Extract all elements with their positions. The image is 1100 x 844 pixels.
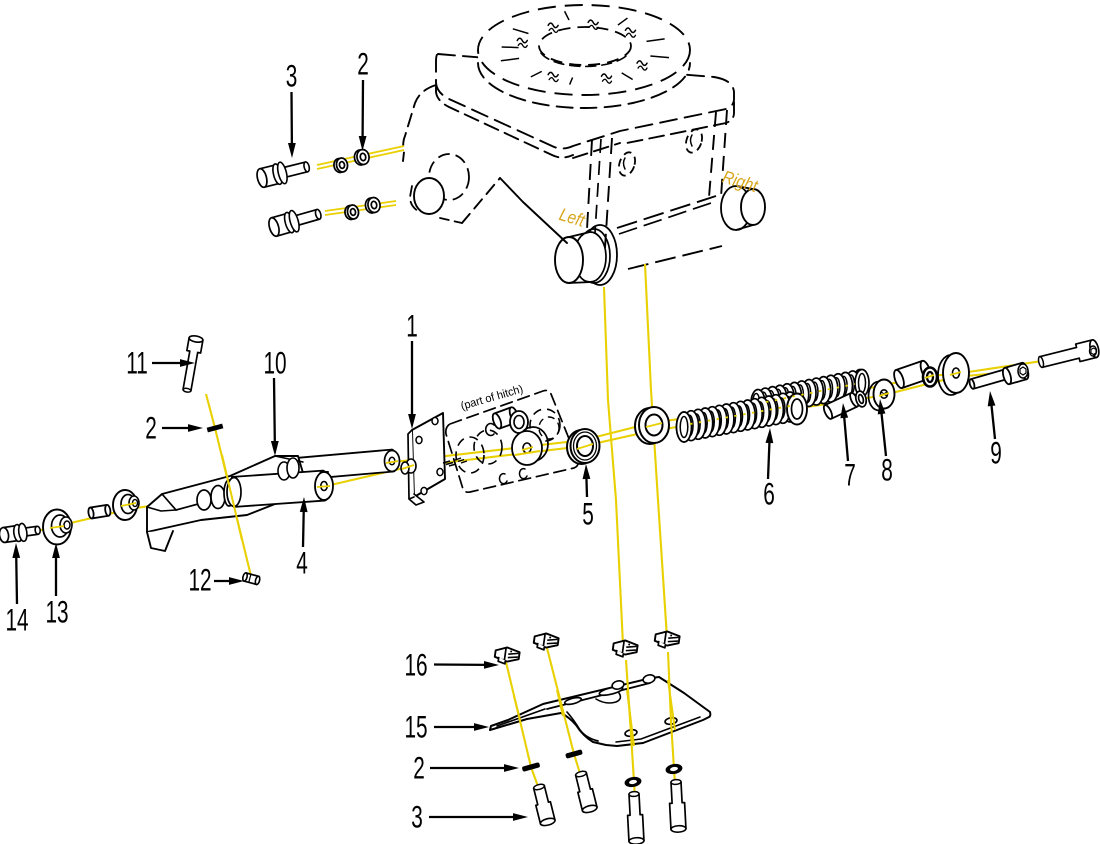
svg-text:14: 14 [5,602,28,637]
svg-text:8: 8 [881,452,893,487]
svg-text:13: 13 [45,594,68,629]
svg-text:10: 10 [263,345,286,380]
svg-text:2: 2 [413,750,425,785]
svg-text:2: 2 [145,410,157,445]
svg-text:16: 16 [404,647,427,682]
svg-text:3: 3 [411,799,423,834]
svg-text:5: 5 [582,496,594,531]
svg-text:3: 3 [286,58,298,93]
svg-text:2: 2 [357,46,369,81]
svg-text:4: 4 [296,545,308,580]
svg-text:9: 9 [990,435,1002,470]
svg-text:6: 6 [763,476,775,511]
svg-text:15: 15 [404,709,427,744]
svg-text:7: 7 [844,457,856,492]
svg-text:1: 1 [406,308,418,343]
svg-text:12: 12 [188,562,211,597]
svg-text:11: 11 [126,345,148,380]
